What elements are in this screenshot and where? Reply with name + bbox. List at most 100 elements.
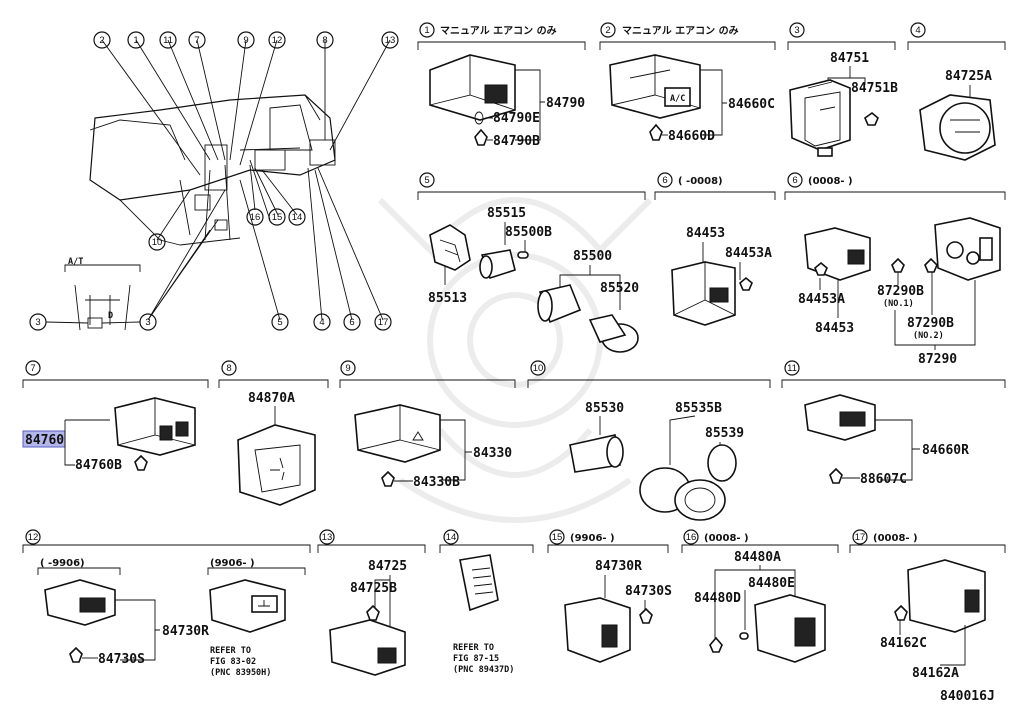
svg-text:84660R: 84660R — [922, 443, 969, 458]
svg-text:10: 10 — [533, 363, 544, 374]
svg-text:REFER TO: REFER TO — [210, 646, 251, 656]
svg-text:14: 14 — [292, 212, 303, 223]
section-15: 15 (9906- ) 84730R 84730S — [547, 529, 672, 663]
svg-text:84760B: 84760B — [75, 458, 122, 473]
svg-text:8: 8 — [226, 363, 231, 374]
part-switch-b — [209, 579, 286, 633]
svg-text:(NO.1): (NO.1) — [883, 299, 914, 309]
svg-text:(0008- ): (0008- ) — [808, 176, 853, 187]
part-84751-switch — [789, 79, 851, 157]
svg-text:85500B: 85500B — [505, 225, 552, 240]
callout-9: 9 — [237, 31, 255, 49]
svg-text:2: 2 — [605, 25, 610, 36]
callout-5: 5 — [271, 313, 289, 331]
svg-text:84453: 84453 — [686, 226, 725, 241]
section-3: 3 84751 84751B — [787, 22, 898, 157]
watermark-logo — [377, 197, 653, 523]
svg-text:1: 1 — [133, 35, 138, 46]
part-85513-socket — [429, 224, 471, 271]
part-switch-14 — [459, 554, 499, 612]
part-84725A-knob — [919, 94, 996, 161]
callout-4: 4 — [313, 313, 331, 331]
svg-text:9: 9 — [243, 35, 248, 46]
callout-16: 16 — [246, 208, 264, 226]
section-10: 10 85530 85535B 85539 — [527, 360, 771, 521]
section-16: 16 (0008- ) 84480A 84480E 84480D — [681, 529, 839, 663]
svg-text:85539: 85539 — [705, 426, 744, 441]
svg-text:7: 7 — [30, 363, 35, 374]
svg-text:84725B: 84725B — [350, 581, 397, 596]
svg-text:13: 13 — [322, 532, 333, 543]
svg-text:A/C: A/C — [670, 94, 685, 104]
svg-text:84790B: 84790B — [493, 134, 540, 149]
dashboard-overview — [89, 39, 391, 321]
part-84480A-switch — [754, 594, 826, 663]
svg-text:84453A: 84453A — [798, 292, 845, 307]
svg-text:FIG 87-15: FIG 87-15 — [453, 654, 499, 664]
callout-13: 13 — [381, 31, 399, 49]
callout-1: 1 — [127, 31, 145, 49]
svg-text:84660D: 84660D — [668, 129, 715, 144]
part-84660R-switch — [804, 394, 876, 441]
svg-text:4: 4 — [915, 25, 920, 36]
part-85530-socket — [569, 434, 624, 473]
svg-text:A/T: A/T — [68, 257, 83, 267]
part-84725-switch — [329, 619, 406, 676]
svg-text:84162A: 84162A — [912, 666, 959, 681]
section-2: 2 マニュアル エアコン のみ A/C 84660C 84660D — [599, 22, 776, 144]
svg-text:84790E: 84790E — [493, 111, 540, 126]
svg-text:84730R: 84730R — [595, 559, 642, 574]
section-12: 12 ( -9906) (9906- ) 84730R 84730S REFER… — [22, 529, 311, 678]
svg-text:85513: 85513 — [428, 291, 467, 306]
svg-text:84330: 84330 — [473, 446, 512, 461]
svg-text:84480A: 84480A — [734, 550, 781, 565]
callout-7: 7 — [188, 31, 206, 49]
svg-text:(9906- ): (9906- ) — [210, 558, 255, 569]
svg-text:10: 10 — [152, 237, 163, 248]
part-84870A-mirror-switch — [237, 424, 316, 506]
svg-text:85535B: 85535B — [675, 401, 722, 416]
svg-text:15: 15 — [272, 212, 283, 223]
section-6b: 6 (0008- ) 84453A 84453 87290B (NO.1) 87… — [784, 172, 1006, 367]
section-6a: 6 ( -0008) 84453 84453A — [654, 172, 776, 326]
svg-text:84730R: 84730R — [162, 624, 209, 639]
part-84730R-switch-a — [44, 579, 116, 626]
callout-3-left: 3 — [29, 313, 47, 331]
svg-text:85500: 85500 — [573, 249, 612, 264]
callout-2: 2 — [93, 31, 111, 49]
callout-15: 15 — [268, 208, 286, 226]
svg-text:84480E: 84480E — [748, 576, 795, 591]
section-14: 14 REFER TO FIG 87-15 (PNC 89437D) — [439, 529, 534, 675]
svg-text:84162C: 84162C — [880, 636, 927, 651]
callout-8: 8 — [316, 31, 334, 49]
svg-text:84660C: 84660C — [728, 97, 775, 112]
svg-text:16: 16 — [250, 212, 261, 223]
section-4: 4 84725A — [907, 22, 1006, 161]
svg-text:4: 4 — [319, 317, 324, 328]
svg-text:6: 6 — [662, 175, 667, 186]
svg-text:11: 11 — [787, 363, 797, 374]
svg-text:(0008- ): (0008- ) — [704, 533, 749, 544]
svg-text:15: 15 — [552, 532, 563, 543]
svg-text:マニュアル エアコン のみ: マニュアル エアコン のみ — [622, 25, 739, 37]
svg-text:(PNC 89437D): (PNC 89437D) — [453, 665, 514, 675]
part-85515-plug — [479, 249, 516, 279]
svg-text:3: 3 — [35, 317, 40, 328]
svg-text:84870A: 84870A — [248, 391, 295, 406]
part-84453-switch-b — [804, 227, 871, 281]
svg-text:8: 8 — [322, 35, 327, 46]
svg-text:(9906- ): (9906- ) — [570, 533, 615, 544]
svg-text:13: 13 — [385, 35, 396, 46]
svg-text:16: 16 — [686, 532, 697, 543]
svg-text:1: 1 — [424, 25, 429, 36]
section-9: 9 84330 84330B — [339, 360, 516, 490]
section-13: 13 84725 84725B — [317, 529, 426, 676]
section-7: 7 84760 84760B — [22, 360, 209, 473]
svg-text:87290B: 87290B — [907, 316, 954, 331]
svg-text:84730S: 84730S — [98, 652, 145, 667]
svg-text:87290: 87290 — [918, 352, 957, 367]
section-1: 1 マニュアル エアコン のみ 84790 84790E 84790B — [417, 22, 586, 149]
part-84660C-switch: A/C — [609, 54, 701, 119]
